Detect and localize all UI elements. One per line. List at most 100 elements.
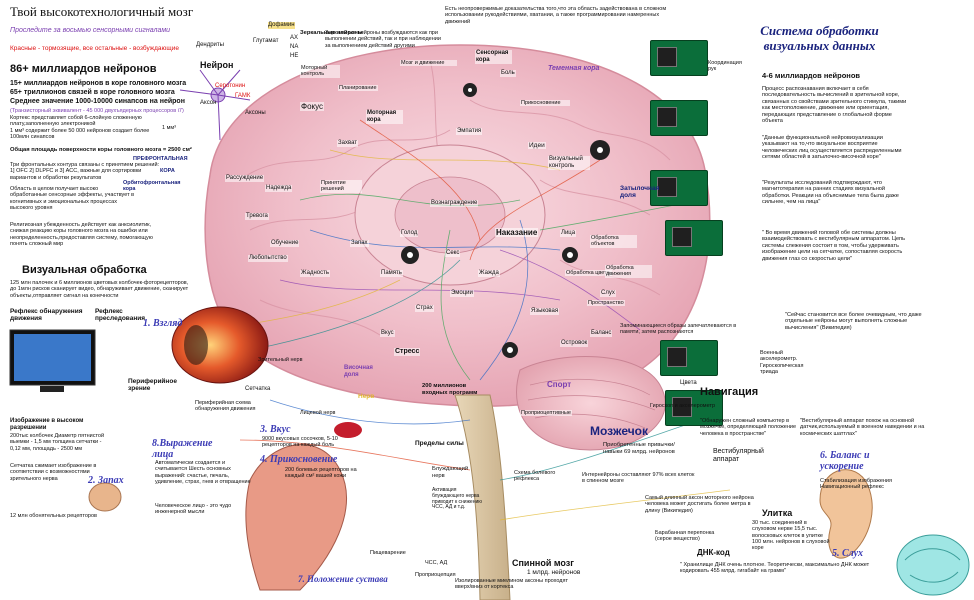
cerebellum-description: Приобретенные привычки/навыки 69 млрд. н… — [603, 442, 675, 455]
sense-face: 8.Выражение лица — [152, 438, 213, 460]
chip-icon — [650, 170, 708, 206]
visual-system-p5: "Сейчас становится все более очевидным, … — [785, 312, 922, 331]
vagus-description: Активация блуждающего нерва приводит к с… — [432, 487, 483, 511]
facial-nerve: Лицевой нерв — [300, 410, 336, 416]
cortex-neurons: 15+ миллиардов нейронов в коре головного… — [10, 80, 187, 87]
cerebellum-shape — [516, 356, 666, 451]
nose-shape — [88, 482, 122, 512]
dopamine-label: Дофамин — [268, 22, 295, 29]
memory-note: Запоминающиеся образы запечатлеваются в … — [620, 323, 737, 336]
neuron-drawing — [179, 69, 251, 141]
dendrites-label: Дендриты — [196, 42, 224, 48]
hearing-area: Слух — [600, 290, 616, 297]
retina-compress: Сетчатка сжимает изображение в соответст… — [10, 463, 97, 482]
cortex-label: КОРА — [160, 168, 175, 174]
computer-note: "Обнаружен сложный компьютер в мозжечке,… — [700, 418, 797, 437]
vagus-label: Блуждающий нерв — [432, 466, 469, 479]
digestion-label: Пищеварение — [370, 550, 406, 556]
smell-receptors: 12 млн обонятельных рецепторов — [10, 513, 97, 519]
vestibular-label: Вестибулярный аппарат — [713, 448, 764, 464]
pain-scheme: Схема болевого рефлекса — [514, 470, 556, 483]
monitor-icon — [10, 330, 95, 392]
ach-label: AX — [290, 35, 299, 41]
nerve-label: Нерв — [358, 393, 375, 400]
object-processing: Обработка объектов — [590, 235, 637, 248]
military-accel: Военный акселерометр. Гироскопическая тр… — [760, 350, 804, 375]
capture-label: Захват — [337, 140, 359, 147]
cochlea-description: 30 тыс. соединений в слуховом нерве 15,5… — [752, 520, 830, 552]
sport-label: Спорт — [547, 380, 572, 389]
vestibular-note: "Вестибулярный аппарат похож на основной… — [800, 418, 925, 437]
visual-system-sub: 4-6 миллиардов нейронов — [762, 71, 861, 80]
longest-axon: Самый длинный аксон моторного нейрона че… — [645, 495, 754, 514]
nerve-fibers — [209, 119, 731, 521]
language-label: Языковая — [530, 308, 560, 315]
serotonin-label: Серотонин — [215, 83, 246, 89]
spinal-neurons: 1 млрд. нейронов — [527, 569, 581, 576]
sense-taste: 3. Вкус — [260, 424, 291, 435]
hand-coordination: Координация рук — [708, 60, 742, 73]
proprioceptive-label: Проприоцептивные — [520, 410, 572, 417]
face-note: Человеческое лицо - это чудо инженерной … — [155, 503, 232, 516]
sense-hearing: 5. Слух — [832, 548, 863, 559]
gustatory-label: Вкус — [380, 330, 395, 337]
spatial-label: Пространство — [587, 300, 625, 307]
visual-system-p3: "Результаты исследований подтверждают, ч… — [762, 180, 899, 206]
visual-system-p1: Процесс распознавания включает в себя по… — [762, 86, 907, 125]
crystal-brain-shape — [896, 534, 970, 596]
prefrontal-label: ПРЕФРОНТАЛЬНАЯ — [133, 156, 188, 162]
lips-icon — [336, 422, 360, 438]
peripheral-scheme: Периферийная схема обнаружения движения — [195, 400, 256, 413]
gyro-label: Гироскоп и акселерометр — [650, 403, 716, 409]
legend-inhibitory: Красные - тормозящие, все остальные - во… — [10, 45, 179, 52]
eye-icon — [172, 307, 268, 383]
greed-label: Жадность — [300, 270, 330, 277]
stabilization: Стабилизация изображения Навигационный р… — [820, 478, 892, 491]
ear-shape — [819, 469, 873, 559]
transistor-equivalent: (Транзисторный эквивалент - 45 000 двухъ… — [10, 108, 184, 114]
occipital-label: Затылочная доля — [620, 185, 660, 200]
proprioception-label: Проприоцепция — [415, 572, 456, 578]
chip-icon — [665, 220, 723, 256]
faces-label: Лица — [560, 230, 577, 237]
balance-area: Баланс — [590, 330, 613, 337]
synapses-count: 65+ триллионов связей в коре головного м… — [10, 89, 175, 96]
legend-text: Красные - тормозящие, все остальные - во… — [10, 45, 179, 52]
sense-balance: 6. Баланс и ускорение — [820, 450, 870, 472]
cortex-description: Кортекс представляет собой 6-слойную сло… — [10, 115, 142, 128]
crystal-brain-icon — [897, 535, 969, 595]
interneurons-note: Интернейроны составляют 97% всех клеток … — [582, 472, 695, 485]
intentional-label: Мозг и движение — [400, 60, 457, 67]
temporal-label: Височная доля — [344, 365, 373, 378]
motor-control-label: Моторный контроль — [300, 65, 340, 78]
sensory-cortex-label: Сенсорная кора — [475, 50, 512, 64]
peripheral-vision: Периферийное зрение — [128, 378, 177, 393]
sense-touch: 4. Прикосновение — [260, 454, 338, 465]
ideas-label: Идеи — [528, 142, 546, 150]
ear-icon — [818, 460, 880, 565]
axon-label: Аксон — [200, 100, 217, 106]
navigation-title: Навигация — [700, 386, 759, 398]
chip-icon — [650, 100, 708, 136]
mm3-description: 1 мм³ содержит более 50 000 нейронов соз… — [10, 128, 150, 141]
parietal-label: Теменная кора — [548, 65, 600, 72]
sense-gaze: 1. Взгляд — [143, 318, 183, 329]
hd-image: Изображение в высоком разрешении — [10, 418, 84, 431]
visual-description: 125 млн палочек и 6 миллионов цветовых к… — [10, 280, 189, 299]
eardrum-label: Барабанная перепонка (серое вещество) — [655, 530, 715, 543]
punishment-label: Наказание — [495, 228, 539, 238]
learning-label: Обучение — [270, 240, 300, 247]
gaba-label: ГАМК — [235, 93, 251, 99]
sex-label: Секс — [445, 250, 461, 257]
insula-label: Островок — [560, 340, 589, 347]
precise-movement: Есть неопровержимые доказательства того,… — [445, 6, 667, 25]
orbitofrontal-label: Орбитофронтальная кора — [123, 180, 181, 193]
thirst-label: Жажда — [478, 270, 500, 277]
avg-synapses: Среднее значение 1000-10000 синапсов на … — [10, 98, 185, 105]
religion-text: Религиозная убежденность действует как а… — [10, 222, 153, 247]
dna-code: ДНК-код — [697, 548, 730, 557]
lips-shape — [334, 422, 362, 438]
visual-system-p2: "Данные функциональной нейровизуализации… — [762, 135, 902, 161]
smell-area-label: Запах — [350, 240, 369, 247]
